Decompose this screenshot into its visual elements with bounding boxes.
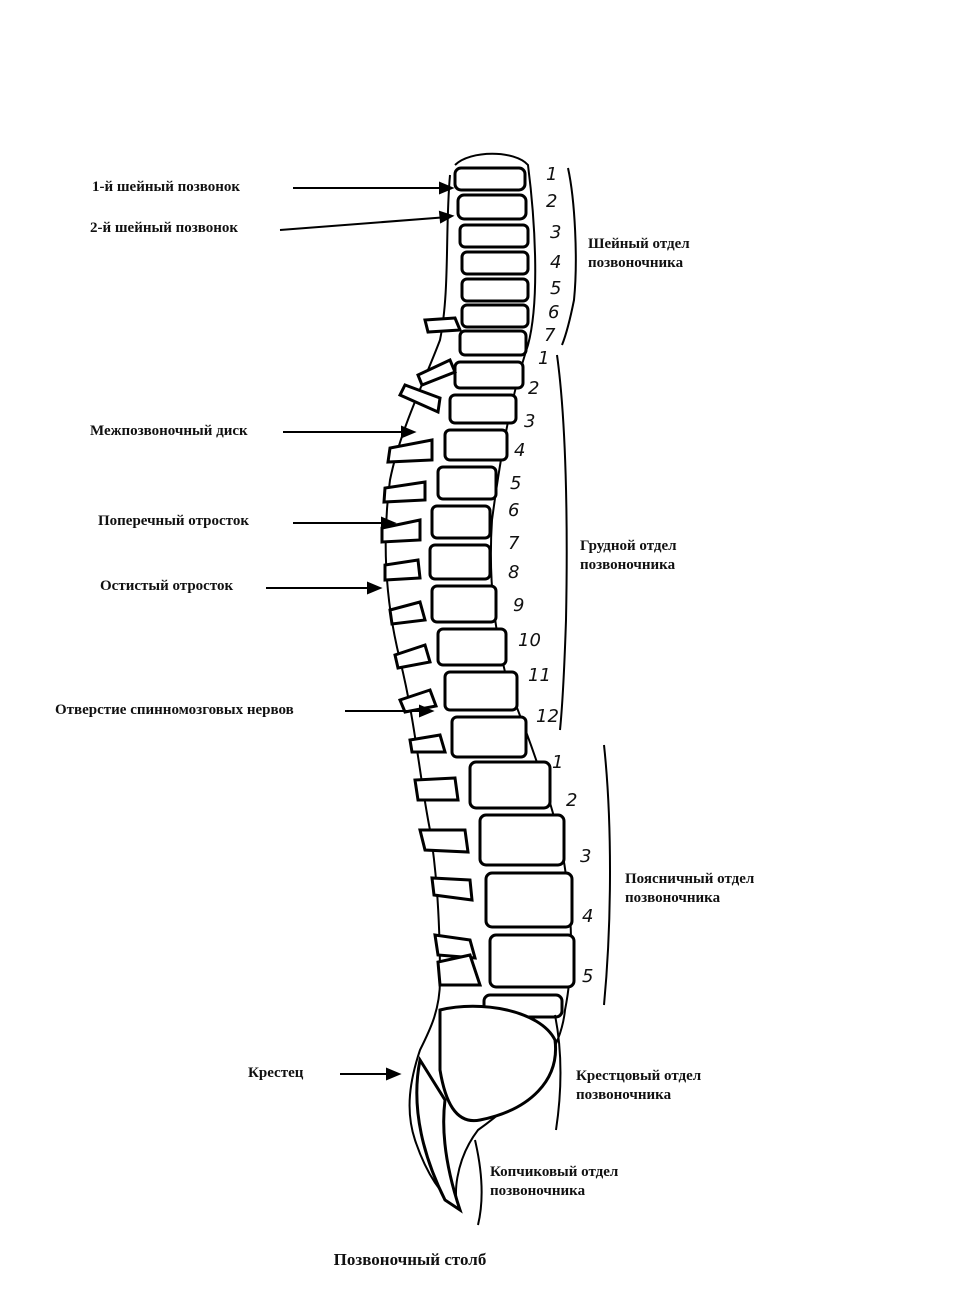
section-lumbar-line2: позвоночника: [625, 890, 721, 906]
number-lumbar-3: 3: [580, 846, 592, 867]
section-cervical-line1: Шейный отдел: [588, 236, 690, 252]
number-lumbar-4: 4: [582, 906, 594, 927]
number-thoracic-4: 4: [514, 440, 526, 461]
number-lumbar-5: 5: [582, 966, 594, 987]
label-spinous-process: Остистый отросток: [100, 578, 234, 594]
number-cervical-4: 4: [550, 252, 562, 273]
section-lumbar: Поясничный отдел позвоночника: [625, 870, 754, 908]
section-coccygeal-line2: позвоночника: [490, 1183, 586, 1199]
label-sacrum: Крестец: [248, 1065, 304, 1081]
section-sacral-line2: позвоночника: [576, 1087, 672, 1103]
number-cervical-2: 2: [546, 191, 558, 212]
number-thoracic-12: 12: [536, 706, 559, 727]
label-intervertebral-disc: Межпозвоночный диск: [90, 423, 248, 439]
section-thoracic-line1: Грудной отдел: [580, 538, 677, 554]
number-thoracic-10: 10: [518, 630, 541, 651]
number-thoracic-9: 9: [513, 595, 525, 616]
section-thoracic: Грудной отдел позвоночника: [580, 537, 677, 575]
section-sacral: Крестцовый отдел позвоночника: [576, 1067, 701, 1105]
label-transverse-process: Поперечный отросток: [98, 513, 249, 529]
spinous-processes: [380, 316, 483, 987]
number-thoracic-7: 7: [508, 533, 520, 554]
sacrum-coccyx: [415, 1004, 558, 1214]
number-lumbar-2: 2: [566, 790, 578, 811]
number-thoracic-6: 6: [508, 500, 520, 521]
number-cervical-5: 5: [550, 278, 562, 299]
section-coccygeal: Копчиковый отдел позвоночника: [490, 1163, 618, 1201]
number-cervical-1: 1: [546, 164, 558, 185]
number-thoracic-2: 2: [528, 378, 540, 399]
section-sacral-line1: Крестцовый отдел: [576, 1068, 702, 1084]
number-thoracic-8: 8: [508, 562, 520, 583]
section-coccygeal-line1: Копчиковый отдел: [490, 1164, 619, 1180]
number-lumbar-1: 1: [552, 752, 564, 773]
figure-title: Позвоночный столб: [333, 1250, 487, 1269]
vertebra-bodies: [428, 166, 576, 1019]
number-cervical-7: 7: [544, 325, 556, 346]
number-thoracic-5: 5: [510, 473, 522, 494]
section-cervical: Шейный отдел позвоночника: [588, 235, 690, 273]
number-thoracic-3: 3: [524, 411, 536, 432]
number-thoracic-1: 1: [538, 348, 550, 369]
section-thoracic-line2: позвоночника: [580, 557, 676, 573]
label-first-cervical-vertebra: 1-й шейный позвонок: [92, 179, 241, 195]
label-spinal-nerve-foramen: Отверстие спинномозговых нервов: [55, 702, 294, 718]
number-cervical-3: 3: [550, 222, 562, 243]
number-thoracic-11: 11: [528, 665, 551, 686]
section-cervical-line2: позвоночника: [588, 255, 684, 271]
number-cervical-6: 6: [548, 302, 560, 323]
label-second-cervical-vertebra: 2-й шейный позвонок: [90, 220, 239, 236]
section-lumbar-line1: Поясничный отдел: [625, 871, 755, 887]
